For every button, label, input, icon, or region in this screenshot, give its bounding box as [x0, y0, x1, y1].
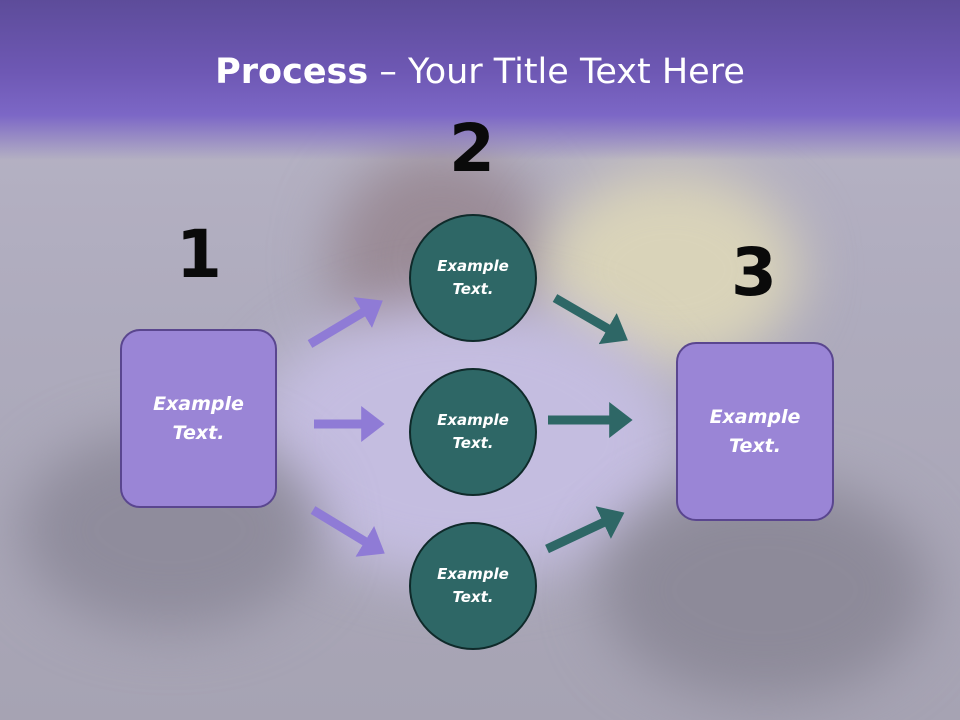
arrow-2-bottom-to-3	[545, 506, 625, 554]
arrow-1-to-2-bottom	[310, 506, 385, 557]
title-band	[0, 0, 960, 160]
title-bold: Process	[215, 52, 369, 92]
step-2-circle-middle-label: Example Text.	[437, 411, 509, 452]
step-1-number: 1	[176, 216, 222, 293]
step-1-label: Example Text.	[153, 392, 244, 444]
step-2-circle-top-label: Example Text.	[437, 257, 509, 298]
step-2-number: 2	[449, 110, 495, 187]
step-1-box: Example Text.	[120, 329, 277, 508]
step-2-circle-bottom-label: Example Text.	[437, 565, 509, 606]
step-3-box: Example Text.	[676, 342, 834, 521]
page-title: Process – Your Title Text Here	[0, 52, 960, 92]
step-2-circle-top: Example Text.	[409, 214, 537, 342]
arrow-1-to-2-top	[307, 297, 383, 348]
title-rest: – Your Title Text Here	[368, 52, 745, 92]
step-2-circle-bottom: Example Text.	[409, 522, 537, 650]
step-3-label: Example Text.	[709, 405, 801, 457]
step-3-number: 3	[731, 234, 777, 311]
step-2-circle-middle: Example Text.	[409, 368, 537, 496]
arrow-2-top-to-3	[552, 294, 628, 345]
